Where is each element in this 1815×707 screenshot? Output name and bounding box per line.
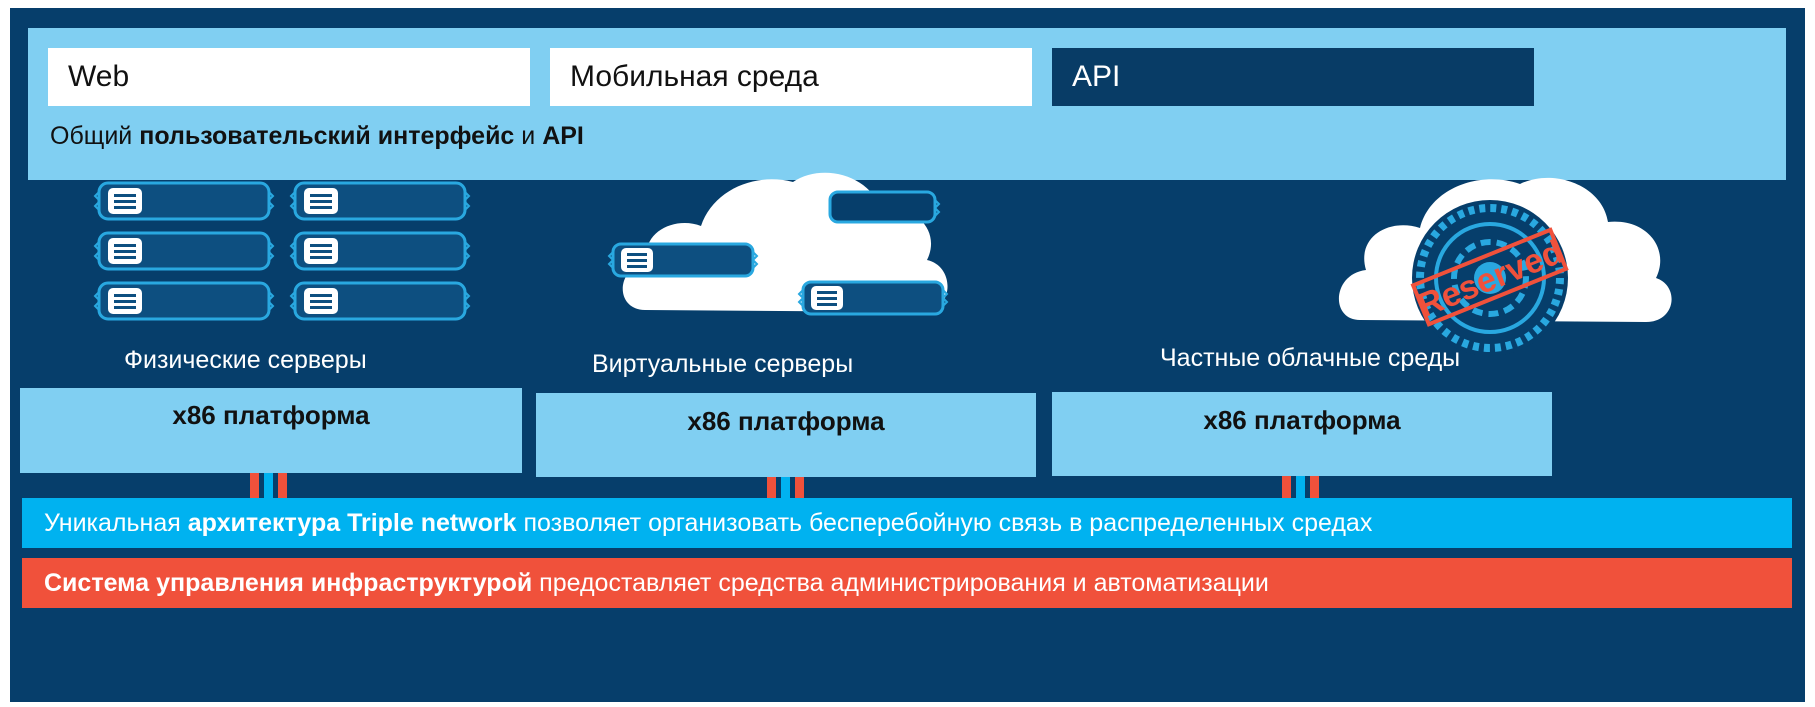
management-text: предоставляет средства администрирования…: [532, 569, 1269, 597]
management-system-bar: Система управления инфраструктурой предо…: [22, 558, 1792, 608]
caption-text-2: и: [514, 122, 543, 150]
api-box: API: [1052, 48, 1534, 106]
caption-text-1: Общий: [50, 122, 140, 150]
private-clouds-label: Частные облачные среды: [1160, 344, 1461, 372]
caption-bold-2: API: [542, 122, 584, 150]
platform-virtual: x86 платформа: [536, 393, 1036, 477]
private-cloud-icon: Reserved: [1338, 177, 1672, 356]
mobile-box: Мобильная среда: [550, 48, 1032, 106]
platform-private: x86 платформа: [1052, 392, 1552, 476]
connector-virtual: [767, 477, 807, 509]
caption-bold-1: пользовательский интерфейс: [139, 122, 515, 150]
platform-private-label: x86 платформа: [1203, 405, 1401, 435]
network-text-2: позволяет организовать бесперебойную свя…: [516, 509, 1373, 537]
platform-physical: x86 платформа: [20, 388, 522, 473]
interface-caption: Общий пользовательский интерфейс и API: [50, 122, 584, 151]
management-bold: Система управления инфраструктурой: [44, 569, 533, 597]
triple-network-bar: Уникальная архитектура Triple network по…: [22, 498, 1792, 548]
virtual-servers-label: Виртуальные серверы: [592, 350, 854, 378]
network-text-1: Уникальная: [44, 509, 188, 537]
connector-physical: [250, 473, 290, 505]
platform-virtual-label: x86 платформа: [687, 406, 885, 436]
virtual-servers-cloud-icon: [607, 172, 949, 316]
diagram-canvas: Web Мобильная среда API Общий пользовате…: [10, 8, 1805, 702]
web-box: Web: [48, 48, 530, 106]
common-interface-band: Web Мобильная среда API Общий пользовате…: [28, 28, 1786, 180]
physical-servers-label: Физические серверы: [124, 346, 367, 374]
connector-private: [1282, 476, 1322, 508]
network-bold: архитектура Triple network: [187, 509, 517, 537]
physical-servers-icon: [93, 181, 471, 321]
platform-physical-label: x86 платформа: [172, 400, 370, 430]
